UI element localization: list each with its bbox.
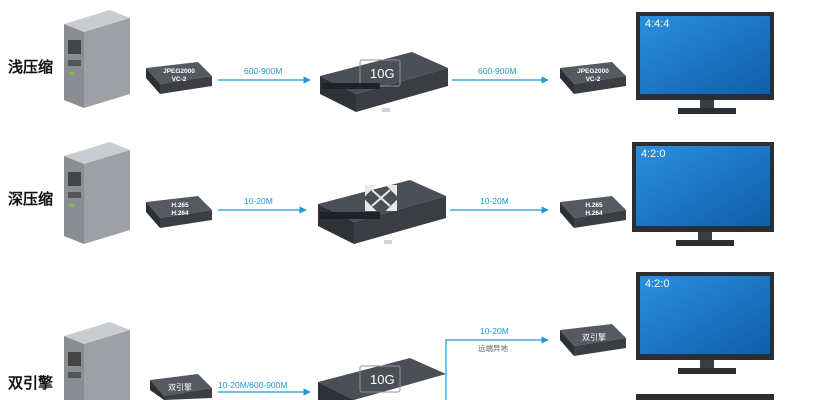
server-tower-1 — [64, 10, 130, 108]
decoder-2-line1: H.265 — [585, 202, 603, 209]
monitor-2-label: 4:2:0 — [641, 148, 666, 160]
row-label-2: 深压缩 — [8, 190, 54, 208]
decoder-1-label: JPEG2000 VC-2 — [572, 68, 614, 84]
encoder-1-line2: VC-2 — [171, 76, 187, 83]
decoder-device-2 — [560, 196, 626, 228]
encoder-3-label: 双引擎 — [168, 383, 192, 392]
server-tower-3 — [64, 322, 130, 400]
encoder-1-label: JPEG2000 VC-2 — [158, 68, 200, 84]
link-out-label-2: 10-20M — [480, 196, 509, 206]
link-out-sublabel-3: 远端异地 — [478, 344, 508, 353]
server-tower-2 — [64, 142, 130, 244]
switch-device-1 — [320, 52, 448, 112]
switch-3-label: 10G — [370, 372, 395, 387]
monitor-3 — [636, 272, 774, 374]
link-in-label-1: 600-900M — [244, 66, 283, 76]
link-arrow-out-3 — [445, 336, 549, 400]
decoder-device-3 — [560, 324, 626, 356]
encoder-2-label: H.265 H.264 — [160, 202, 200, 218]
monitor-1-label: 4:4:4 — [645, 18, 670, 30]
switch-device-3 — [318, 358, 446, 400]
monitor-2 — [632, 142, 774, 246]
arrows-router-icon — [365, 185, 397, 211]
switch-1-label: 10G — [370, 66, 395, 81]
row-label-3: 双引擎 — [8, 374, 54, 392]
link-out-label-3: 10-20M — [480, 326, 509, 336]
link-out-label-1: 600-900M — [478, 66, 517, 76]
decoder-2-line2: H.264 — [585, 210, 603, 217]
encoder-1-line1: JPEG2000 — [163, 68, 195, 75]
link-in-label-3: 10-20M/600-900M — [218, 380, 288, 390]
decoder-1-line1: JPEG2000 — [577, 68, 609, 75]
encoder-2-line2: H.264 — [171, 210, 189, 217]
encoder-device-1 — [146, 62, 212, 94]
encoder-2-line1: H.265 — [171, 202, 189, 209]
monitor-3-label: 4:2:0 — [645, 278, 670, 290]
monitor-4-partial — [636, 394, 774, 400]
switch-device-2 — [318, 180, 446, 244]
decoder-2-label: H.265 H.264 — [574, 202, 614, 218]
decoder-3-label: 双引擎 — [582, 333, 606, 342]
encoder-device-3 — [150, 374, 212, 400]
row-label-1: 浅压缩 — [8, 58, 54, 76]
monitor-1 — [636, 12, 774, 114]
encoder-device-2 — [146, 196, 212, 228]
decoder-device-1 — [560, 62, 626, 94]
link-in-label-2: 10-20M — [244, 196, 273, 206]
decoder-1-line2: VC-2 — [585, 76, 601, 83]
